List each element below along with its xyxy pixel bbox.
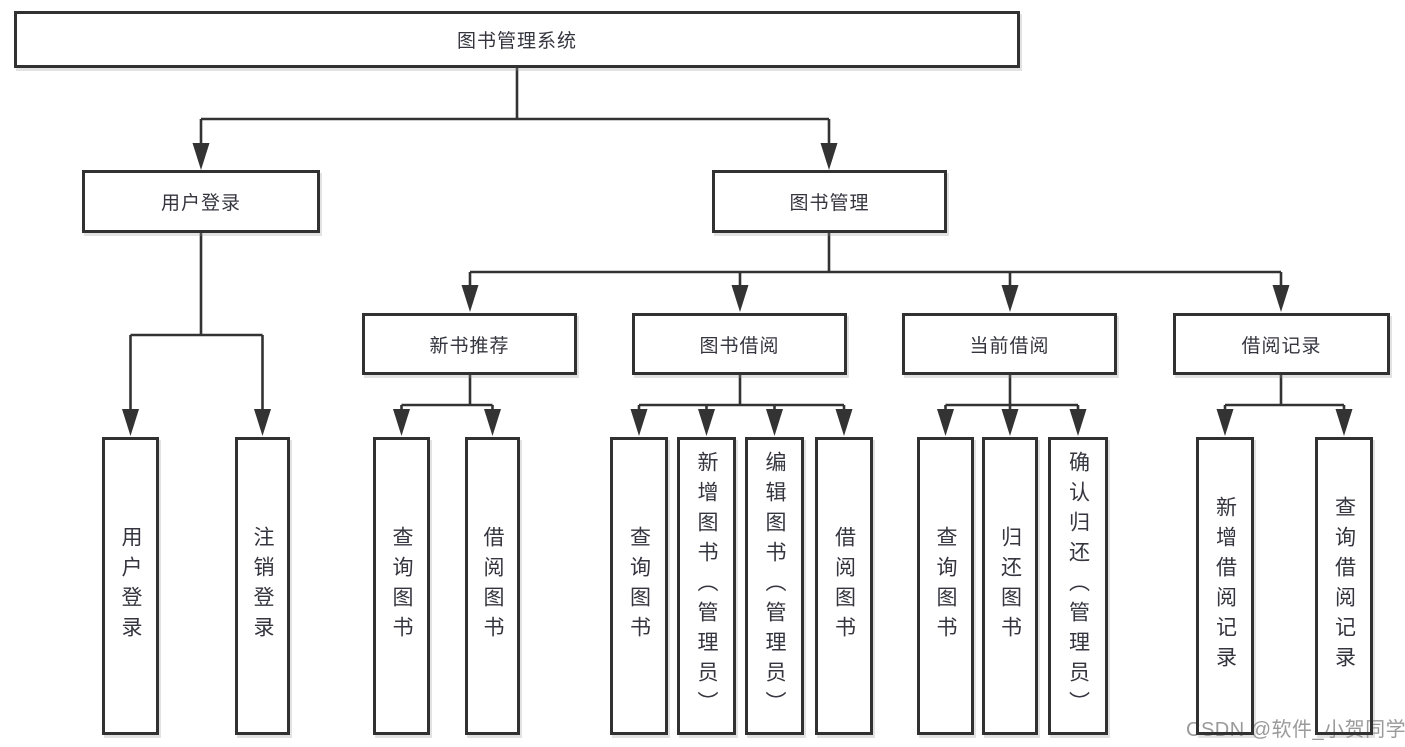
leaf-borrow-books-borrowing-label: 借阅图书 bbox=[832, 526, 856, 646]
leaf-query-books-current: 查询图书 bbox=[917, 437, 974, 735]
csdn-watermark: CSDN @软件_小贺同学 bbox=[1186, 719, 1405, 741]
node-current-borrowing: 当前借阅 bbox=[902, 313, 1117, 375]
node-current-borrowing-label: 当前借阅 bbox=[969, 335, 1050, 357]
leaf-user-login: 用户登录 bbox=[102, 437, 159, 735]
leaf-query-books-borrowing-label: 查询图书 bbox=[627, 526, 651, 646]
leaf-return-books-label: 归还图书 bbox=[998, 526, 1022, 646]
leaf-add-books-admin: 新增图书（管理员） bbox=[677, 437, 736, 735]
leaf-confirm-return-admin: 确认归还（管理员） bbox=[1048, 437, 1108, 735]
node-borrowing-records-label: 借阅记录 bbox=[1241, 335, 1322, 357]
arrowheads bbox=[122, 143, 1353, 436]
node-book-management-label: 图书管理 bbox=[789, 193, 870, 214]
leaf-query-books-recommend: 查询图书 bbox=[373, 437, 430, 735]
node-book-management: 图书管理 bbox=[712, 170, 947, 233]
leaf-confirm-return-admin-label: 确认归还（管理员） bbox=[1066, 451, 1090, 721]
leaf-query-borrow-record-label: 查询借阅记录 bbox=[1332, 496, 1356, 676]
leaf-borrow-books-borrowing: 借阅图书 bbox=[815, 437, 873, 735]
leaf-borrow-books-recommend: 借阅图书 bbox=[465, 437, 520, 735]
leaf-user-login-label: 用户登录 bbox=[119, 526, 142, 646]
leaf-query-borrow-record: 查询借阅记录 bbox=[1315, 437, 1373, 735]
leaf-add-books-admin-label: 新增图书（管理员） bbox=[695, 451, 718, 721]
leaf-return-books: 归还图书 bbox=[982, 437, 1038, 735]
node-new-book-recommend-label: 新书推荐 bbox=[429, 335, 510, 357]
leaf-borrow-books-recommend-label: 借阅图书 bbox=[481, 526, 504, 646]
node-user-login: 用户登录 bbox=[82, 170, 320, 233]
leaf-logout-label: 注销登录 bbox=[251, 526, 274, 646]
leaf-add-borrow-record: 新增借阅记录 bbox=[1196, 437, 1254, 735]
node-root-label: 图书管理系统 bbox=[456, 31, 577, 52]
leaf-edit-books-admin: 编辑图书（管理员） bbox=[745, 437, 804, 735]
leaf-query-books-current-label: 查询图书 bbox=[934, 526, 957, 646]
node-book-borrowing: 图书借阅 bbox=[632, 313, 847, 375]
leaf-logout: 注销登录 bbox=[235, 437, 290, 735]
leaf-edit-books-admin-label: 编辑图书（管理员） bbox=[763, 451, 786, 721]
node-book-borrowing-label: 图书借阅 bbox=[699, 335, 780, 357]
node-root: 图书管理系统 bbox=[14, 11, 1020, 68]
leaf-query-books-recommend-label: 查询图书 bbox=[390, 526, 413, 646]
node-borrowing-records: 借阅记录 bbox=[1173, 313, 1390, 375]
node-new-book-recommend: 新书推荐 bbox=[362, 313, 577, 375]
leaf-query-books-borrowing: 查询图书 bbox=[610, 437, 668, 735]
node-user-login-label: 用户登录 bbox=[160, 193, 241, 214]
leaf-add-borrow-record-label: 新增借阅记录 bbox=[1213, 496, 1237, 676]
